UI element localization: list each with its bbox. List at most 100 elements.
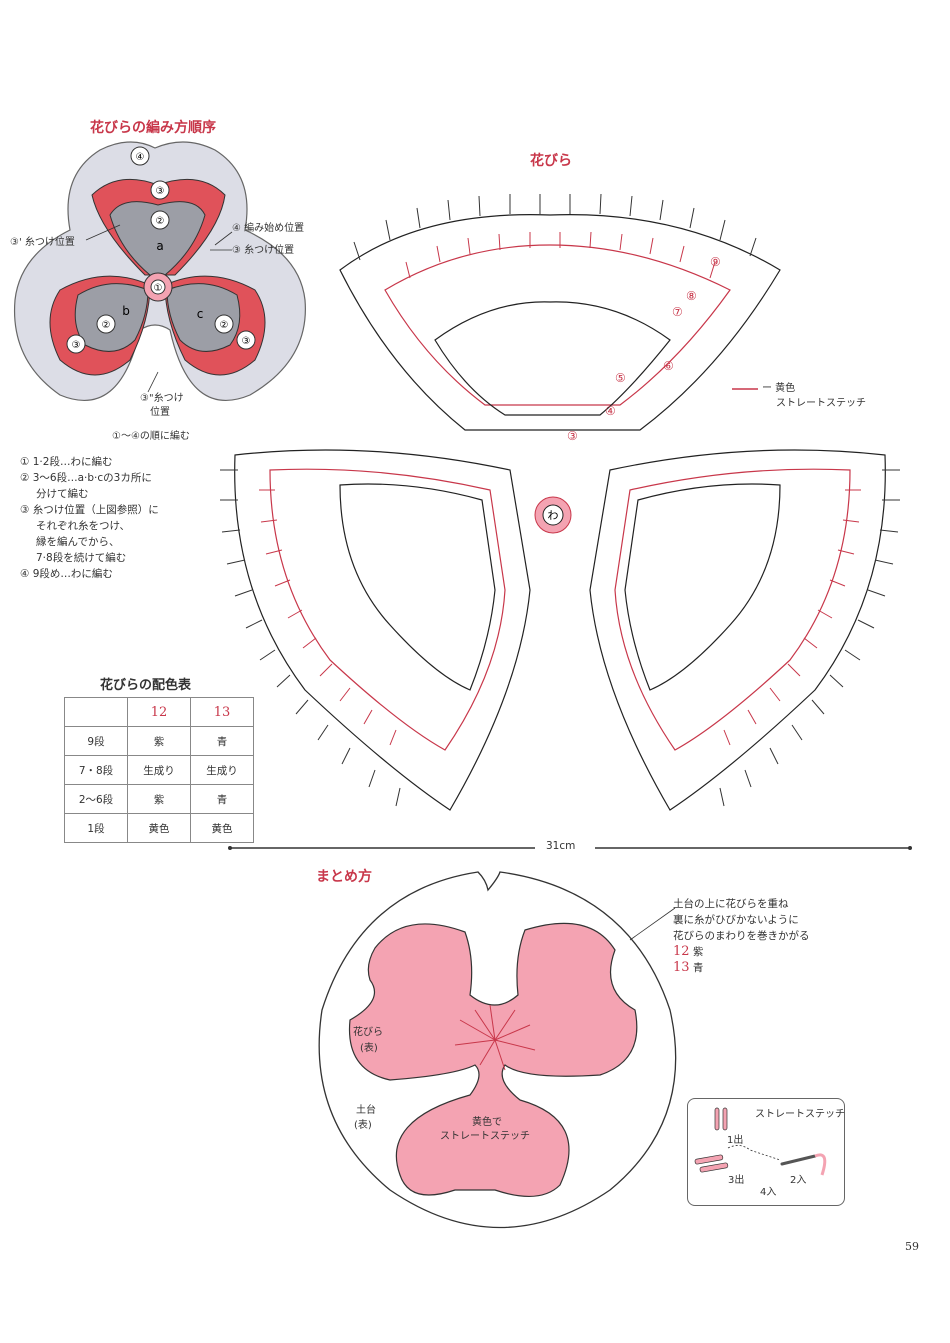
table-row: 2〜6段 紫 青 (64, 784, 254, 814)
assembly-title: まとめ方 (316, 869, 372, 885)
petal-right-red (614, 468, 851, 751)
assembly-base-label-2: (表) (354, 1120, 372, 1131)
legend-text-1: ー 黄色 (762, 383, 796, 394)
stitch-box-l4: 4入 (760, 1187, 777, 1198)
step-2b: 分けて編む (36, 488, 89, 500)
petal-left-outline (234, 449, 531, 811)
order-title: 花びらの編み方順序 (90, 120, 216, 136)
order-circle-3-top: ③ (156, 186, 165, 197)
stitch-box-illustration (694, 1107, 827, 1176)
steps-list: ① 1·2段…わに編む ② 3〜6段…a·b·cの3カ所に 分けて編む ③ 糸つ… (20, 454, 159, 582)
petal-title: 花びら (530, 153, 572, 169)
table-cell: 9段 (64, 726, 128, 756)
order-label-b: b (122, 304, 130, 318)
assembly-stitch-label-2: ストレートステッチ (440, 1131, 530, 1142)
petal-left-red (269, 468, 506, 751)
stitch-box-l1: 1出 (727, 1135, 744, 1146)
petal-right-inner (624, 483, 781, 691)
page-number: 59 (905, 1240, 919, 1253)
assembly-petal (348, 922, 638, 1198)
order-circle-4: ④ (136, 152, 145, 163)
row-num-6: ⑥ (663, 359, 674, 373)
order-annot-attach-3: ③ 糸つけ位置 (232, 245, 295, 256)
table-cell: 青 (190, 784, 254, 814)
row-num-4: ④ (605, 404, 616, 418)
order-circle-2-left: ② (102, 320, 111, 331)
petal-top-inner (434, 301, 671, 416)
order-annot-attach-3p: ③' 糸つけ位置 (10, 237, 75, 248)
assembly-stitch-label-1: 黄色で (472, 1117, 502, 1128)
petal-right-outline (589, 449, 886, 811)
assembly-note-line-3: 花びらのまわりを巻きかがる (673, 930, 810, 942)
stitch-box-l2: 2入 (790, 1175, 807, 1186)
order-circle-3-right: ③ (242, 336, 251, 347)
assembly-note-line-1: 土台の上に花びらを重ね (673, 898, 789, 910)
petal-chart: わ ③ ④ ⑤ ⑥ ⑦ ⑧ ⑨ (220, 193, 900, 811)
petal-center-label: わ (548, 509, 559, 522)
order-diagram: ① ④ ③ ② a b c ② ② ③ ③ (13, 141, 306, 401)
stitch-marks-red (259, 231, 861, 746)
assembly-petal-label-2: (表) (360, 1043, 378, 1054)
row-num-7: ⑦ (672, 305, 683, 319)
color-table-header: 12 13 (64, 697, 254, 727)
order-circle-3-left: ③ (72, 340, 81, 351)
assembly-note-13: 13 青 (673, 960, 810, 976)
step-3c: 縁を編んでから、 (36, 536, 120, 548)
stitch-marks (220, 193, 900, 807)
table-cell: 7・8段 (64, 755, 128, 785)
assembly-diagram (318, 871, 677, 1229)
assembly-note-13-text: 青 (692, 962, 704, 974)
legend-line (732, 388, 758, 390)
table-row: 7・8段 生成り 生成り (64, 755, 254, 785)
order-annot-attach-3pp-2: 位置 (150, 407, 170, 418)
step-3d: 7·8段を続けて編む (36, 552, 127, 564)
order-label-c: c (197, 307, 204, 321)
assembly-note-12: 12 紫 (673, 944, 810, 960)
step-1: ① 1·2段…わに編む (20, 456, 113, 468)
color-table-title: 花びらの配色表 (100, 678, 192, 693)
order-annot-attach-3pp-1: ③"糸つけ (140, 393, 184, 404)
table-cell: 黄色 (127, 813, 191, 843)
step-2: ② 3〜6段…a·b·cの3カ所に (20, 472, 152, 484)
assembly-note-13-num: 13 (673, 960, 690, 975)
assembly-note-12-text: 紫 (692, 946, 704, 958)
order-circle-2-right: ② (220, 320, 229, 331)
straight-stitch-lines (454, 1004, 536, 1071)
order-circle-2-top: ② (156, 216, 165, 227)
petal-top-red (384, 244, 731, 406)
row-num-8: ⑧ (686, 289, 697, 303)
step-4: ④ 9段め…わに編む (20, 568, 113, 580)
row-num-9: ⑨ (710, 255, 721, 269)
table-cell: 黄色 (190, 813, 254, 843)
order-circle-1: ① (154, 283, 163, 294)
stitch-box-title: ストレートステッチ (755, 1109, 845, 1120)
order-gray-c (166, 283, 241, 352)
legend-text-2: ストレートステッチ (776, 398, 866, 409)
row-num-5: ⑤ (615, 371, 626, 385)
assembly-note: 土台の上に花びらを重ね 裏に糸がひびかないように 花びらのまわりを巻きかがる 1… (673, 896, 810, 976)
table-row: 1段 黄色 黄色 (64, 813, 254, 843)
width-label: 31cm (546, 840, 576, 852)
width-dimension (228, 846, 912, 850)
color-table-header-13: 13 (190, 697, 254, 727)
order-caption: ①〜④の順に編む (112, 431, 190, 442)
table-cell: 2〜6段 (64, 784, 128, 814)
table-cell: 生成り (190, 755, 254, 785)
color-table-header-blank (64, 697, 128, 727)
table-cell: 1段 (64, 813, 128, 843)
row-num-3: ③ (567, 429, 578, 443)
petal-top-outline (339, 214, 781, 431)
stitch-box-l3: 3出 (728, 1175, 745, 1186)
step-3: ③ 糸つけ位置（上図参照）に (20, 504, 159, 516)
table-cell: 紫 (127, 784, 191, 814)
table-cell: 生成り (127, 755, 191, 785)
color-table-header-12: 12 (127, 697, 191, 727)
petal-left-inner (339, 483, 496, 691)
assembly-base-label-1: 土台 (356, 1105, 376, 1116)
order-label-a: a (156, 239, 163, 253)
color-table: 12 13 9段 紫 青 7・8段 生成り 生成り 2〜6段 紫 青 1段 黄色… (64, 697, 254, 843)
table-cell: 紫 (127, 726, 191, 756)
assembly-note-12-num: 12 (673, 944, 690, 959)
assembly-petal-label-1: 花びら (353, 1027, 383, 1038)
step-3b: それぞれ糸をつけ、 (36, 520, 130, 532)
